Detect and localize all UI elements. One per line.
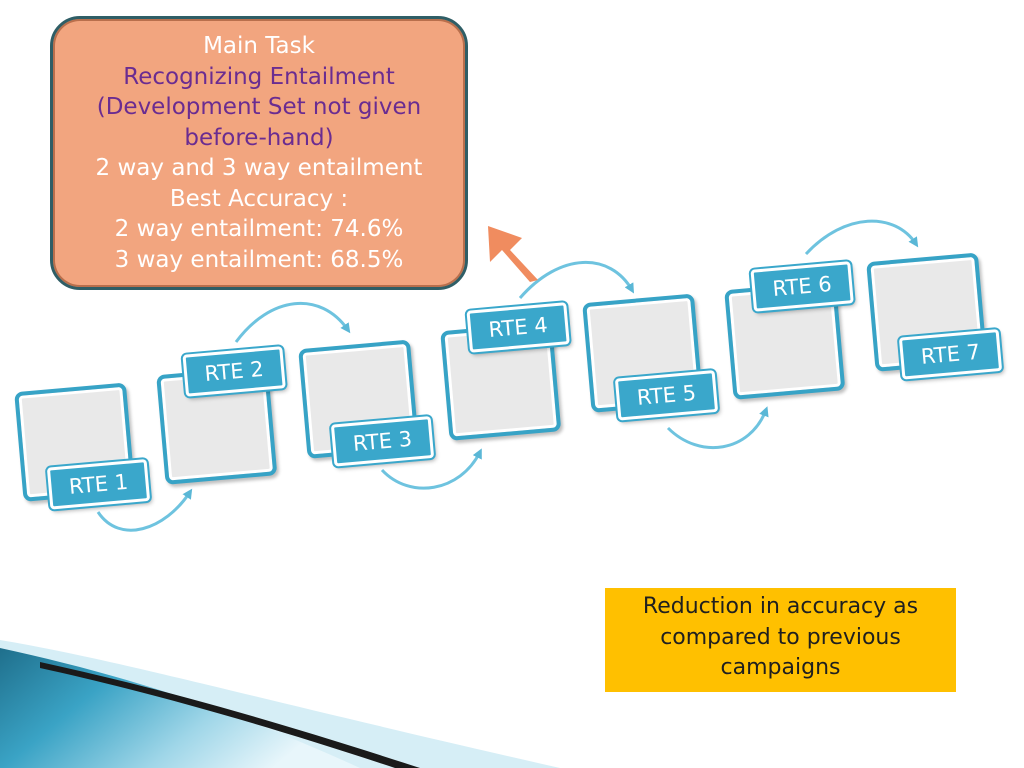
callout-line: Best Accuracy : — [169, 185, 349, 212]
highlight-arrow — [488, 226, 538, 282]
step-label: RTE 7 — [898, 328, 1003, 380]
step-label: RTE 3 — [330, 415, 435, 467]
step-label: RTE 1 — [46, 458, 151, 510]
callout-line: 2 way entailment: 74.6% — [114, 216, 404, 242]
callout-line: Recognizing Entailment — [123, 63, 395, 90]
step-label: RTE 4 — [466, 302, 570, 353]
corner-wave-dark-stroke — [40, 662, 420, 768]
callout-line: before-hand) — [184, 124, 334, 151]
note-line: campaigns — [720, 655, 841, 680]
note-line: compared to previous — [660, 624, 901, 650]
callout-line: 2 way and 3 way entailment — [95, 155, 423, 181]
connector-arrow-3 — [380, 448, 482, 490]
accuracy-note: Reduction in accuracy as compared to pre… — [605, 588, 956, 692]
callout-line: Main Task — [203, 33, 315, 59]
callout-line: 3 way entailment: 68.5% — [114, 246, 404, 273]
connector-arrow-5 — [666, 406, 769, 450]
connector-arrow-1 — [96, 488, 193, 532]
main-task-callout: Main Task Recognizing Entailment (Develo… — [50, 16, 468, 290]
connector-arrow-2 — [234, 301, 351, 343]
connector-arrow-4 — [518, 260, 635, 299]
step-label: RTE 5 — [614, 369, 719, 421]
step-label: RTE 6 — [750, 261, 854, 312]
connector-arrow-6 — [804, 219, 919, 256]
callout-line: (Development Set not given — [96, 94, 422, 120]
step-label: RTE 2 — [182, 346, 286, 397]
note-line: Reduction in accuracy as — [642, 594, 919, 619]
